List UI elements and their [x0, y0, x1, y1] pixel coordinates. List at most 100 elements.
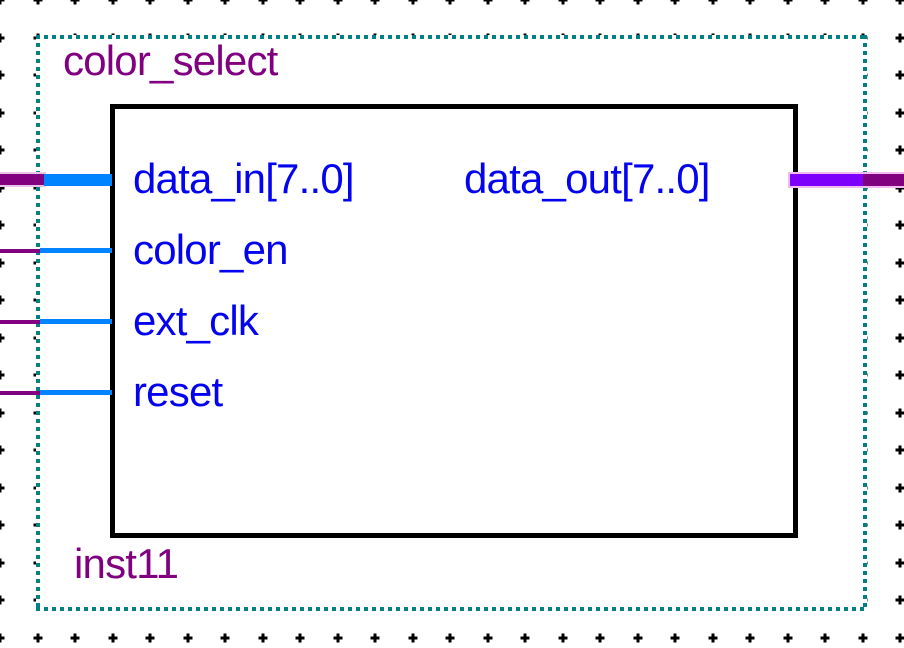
grid-cross-mark — [520, 0, 530, 5]
wire-ext-clk[interactable] — [0, 320, 41, 324]
grid-cross-mark — [0, 595, 5, 605]
grid-cross-mark — [895, 295, 904, 305]
grid-cross-mark — [220, 0, 230, 5]
wire-bus-data-in[interactable] — [0, 172, 46, 187]
grid-cross-mark — [708, 0, 717, 5]
grid-cross-mark — [670, 0, 680, 5]
grid-cross-mark — [0, 408, 5, 417]
grid-cross-mark — [70, 633, 80, 642]
grid-cross-mark — [333, 0, 342, 5]
grid-cross-mark — [295, 0, 305, 5]
grid-cross-mark — [895, 370, 904, 380]
grid-cross-mark — [0, 183, 5, 192]
grid-cross-mark — [0, 483, 5, 492]
grid-cross-mark — [0, 145, 5, 155]
grid-cross-mark — [858, 0, 867, 5]
instance-name[interactable]: inst11 — [74, 540, 179, 587]
grid-cross-mark — [408, 633, 417, 642]
pin-stub-reset[interactable] — [40, 390, 112, 395]
grid-cross-mark — [258, 633, 267, 642]
grid-cross-mark — [183, 0, 192, 5]
pin-label-color-en: color_en — [133, 226, 289, 273]
grid-cross-mark — [820, 0, 830, 5]
grid-cross-mark — [858, 633, 867, 642]
grid-cross-mark — [0, 0, 5, 5]
wire-bus-data-in-core — [0, 174, 44, 185]
grid-cross-mark — [370, 633, 380, 642]
symbol-body-color-select[interactable] — [110, 104, 798, 538]
grid-cross-mark — [895, 520, 904, 530]
grid-cross-mark — [745, 0, 755, 5]
grid-cross-mark — [33, 633, 42, 642]
selection-border-top — [36, 35, 867, 39]
grid-cross-mark — [0, 333, 5, 342]
grid-cross-mark — [0, 258, 5, 267]
wire-reset[interactable] — [0, 391, 41, 395]
grid-cross-mark — [445, 0, 455, 5]
grid-cross-mark — [0, 295, 5, 305]
grid-cross-mark — [333, 633, 342, 642]
grid-cross-mark — [220, 633, 230, 642]
grid-cross-mark — [558, 633, 567, 642]
grid-cross-mark — [895, 33, 904, 42]
grid-cross-mark — [895, 108, 904, 117]
wire-bus-data-out[interactable] — [788, 172, 904, 188]
grid-cross-mark — [670, 633, 680, 642]
grid-cross-mark — [783, 0, 792, 5]
grid-cross-mark — [895, 445, 904, 455]
pin-label-reset: reset — [133, 368, 223, 415]
grid-cross-mark — [145, 0, 155, 5]
grid-cross-mark — [108, 0, 117, 5]
selection-border-bottom — [36, 607, 867, 611]
grid-cross-mark — [595, 0, 605, 5]
grid-cross-mark — [483, 0, 492, 5]
pin-label-data-in: data_in[7..0] — [133, 155, 355, 202]
grid-cross-mark — [445, 633, 455, 642]
grid-cross-mark — [295, 633, 305, 642]
grid-cross-mark — [33, 0, 42, 5]
grid-cross-mark — [408, 0, 417, 5]
wire-color-en[interactable] — [0, 249, 41, 253]
grid-cross-mark — [558, 0, 567, 5]
grid-cross-mark — [0, 33, 5, 42]
selection-border-right — [863, 35, 867, 611]
grid-cross-mark — [783, 633, 792, 642]
grid-cross-mark — [895, 408, 904, 417]
grid-cross-mark — [183, 633, 192, 642]
grid-cross-mark — [895, 595, 904, 605]
grid-cross-mark — [0, 70, 5, 80]
grid-cross-mark — [895, 633, 904, 642]
grid-cross-mark — [0, 370, 5, 380]
grid-cross-mark — [0, 520, 5, 530]
grid-cross-mark — [595, 633, 605, 642]
pin-stub-data-in[interactable] — [44, 174, 112, 186]
grid-cross-mark — [895, 558, 904, 567]
grid-cross-mark — [0, 558, 5, 567]
grid-cross-mark — [633, 0, 642, 5]
wire-bus-data-out-core — [790, 174, 904, 186]
pin-stub-ext-clk[interactable] — [40, 319, 112, 324]
grid-cross-mark — [820, 633, 830, 642]
grid-cross-mark — [145, 633, 155, 642]
grid-cross-mark — [895, 220, 904, 230]
grid-cross-mark — [520, 633, 530, 642]
grid-cross-mark — [483, 633, 492, 642]
grid-cross-mark — [370, 0, 380, 5]
pin-label-ext-clk: ext_clk — [133, 297, 259, 344]
grid-cross-mark — [70, 0, 80, 5]
grid-cross-mark — [0, 108, 5, 117]
grid-cross-mark — [895, 0, 904, 5]
grid-cross-mark — [108, 633, 117, 642]
grid-cross-mark — [895, 333, 904, 342]
pin-stub-color-en[interactable] — [40, 248, 112, 253]
grid-cross-mark — [895, 145, 904, 155]
pin-label-data-out: data_out[7..0] — [464, 155, 710, 202]
grid-cross-mark — [0, 633, 5, 642]
grid-cross-mark — [0, 445, 5, 455]
symbol-title[interactable]: color_select — [63, 37, 278, 84]
grid-cross-mark — [708, 633, 717, 642]
grid-cross-mark — [895, 483, 904, 492]
grid-cross-mark — [258, 0, 267, 5]
grid-cross-mark — [745, 633, 755, 642]
grid-cross-mark — [895, 70, 904, 80]
